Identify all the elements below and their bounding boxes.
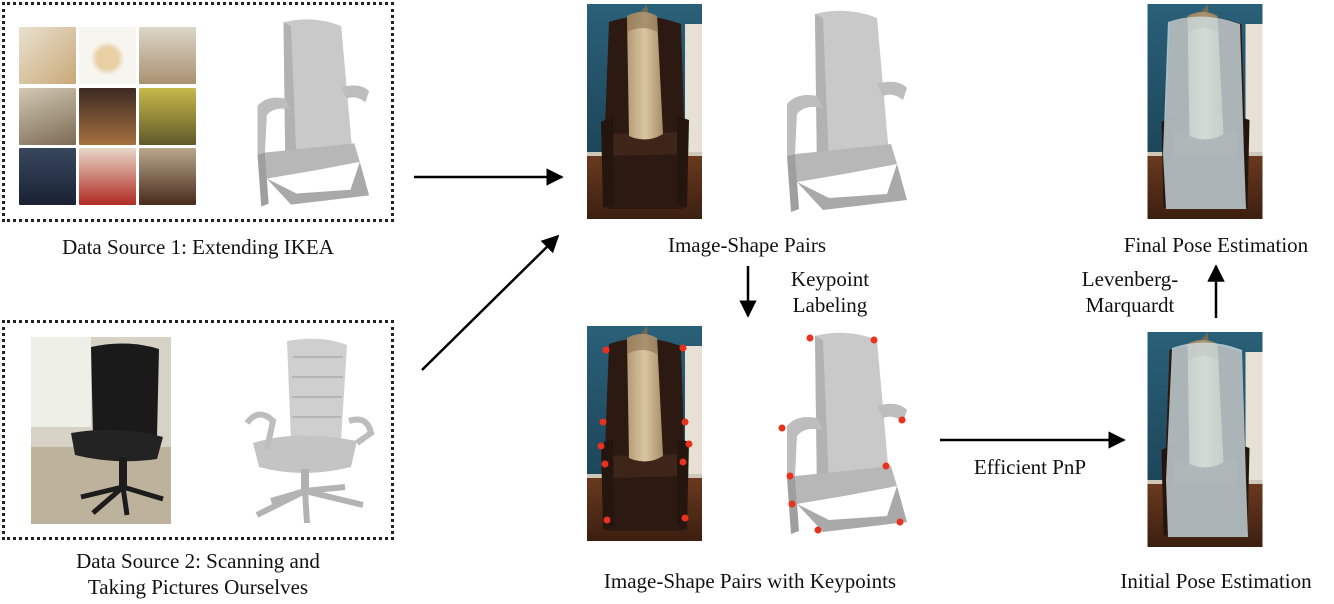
keypoint-chair-photo: [587, 326, 702, 541]
keypoint-chair-shape: [778, 326, 922, 541]
thumbnail: [19, 27, 76, 84]
thumbnail: [139, 27, 196, 84]
thumbnail: [79, 27, 136, 84]
data-source-2-box: [2, 320, 394, 540]
keypoints-shape: [778, 334, 906, 534]
levenberg-marquardt-line1: Levenberg-: [1081, 267, 1179, 291]
keypoint-labeling-line2: Labeling: [792, 293, 868, 317]
thumbnail: [19, 88, 76, 145]
levenberg-marquardt-label: Levenberg- Marquardt: [1060, 266, 1200, 318]
levenberg-marquardt-line2: Marquardt: [1085, 293, 1175, 317]
thumbnail: [79, 148, 136, 205]
pair-chair-shape: [752, 4, 922, 219]
data-source-1-box: [2, 2, 394, 222]
keypoint-labeling-line1: Keypoint: [790, 267, 870, 291]
data-source-2-caption: Data Source 2: Scanning and Taking Pictu…: [2, 548, 394, 600]
pairs-keypoints-caption: Image-Shape Pairs with Keypoints: [603, 569, 897, 593]
thumbnail: [19, 148, 76, 205]
pair-chair-photo: [587, 4, 702, 219]
data-source-1-caption: Data Source 1: Extending IKEA: [62, 235, 334, 259]
data-source-2-caption-line2: Taking Pictures Ourselves: [87, 575, 309, 599]
keypoints-photo: [597, 344, 693, 524]
efficient-pnp-label: Efficient PnP: [973, 455, 1087, 479]
final-pose-caption: Final Pose Estimation: [1123, 233, 1309, 257]
final-pose-image: [1146, 4, 1264, 219]
initial-pose-image: [1146, 332, 1264, 547]
thumbnail: [79, 88, 136, 145]
arrow-source2-to-pairs: [421, 234, 560, 371]
data-source-2-caption-line1: Data Source 2: Scanning and: [76, 549, 320, 573]
keypoint-labeling-label: Keypoint Labeling: [770, 266, 890, 318]
thumbnail: [139, 148, 196, 205]
initial-pose-caption: Initial Pose Estimation: [1120, 569, 1312, 593]
pairs-caption: Image-Shape Pairs: [667, 233, 827, 257]
thumbnail: [139, 88, 196, 145]
